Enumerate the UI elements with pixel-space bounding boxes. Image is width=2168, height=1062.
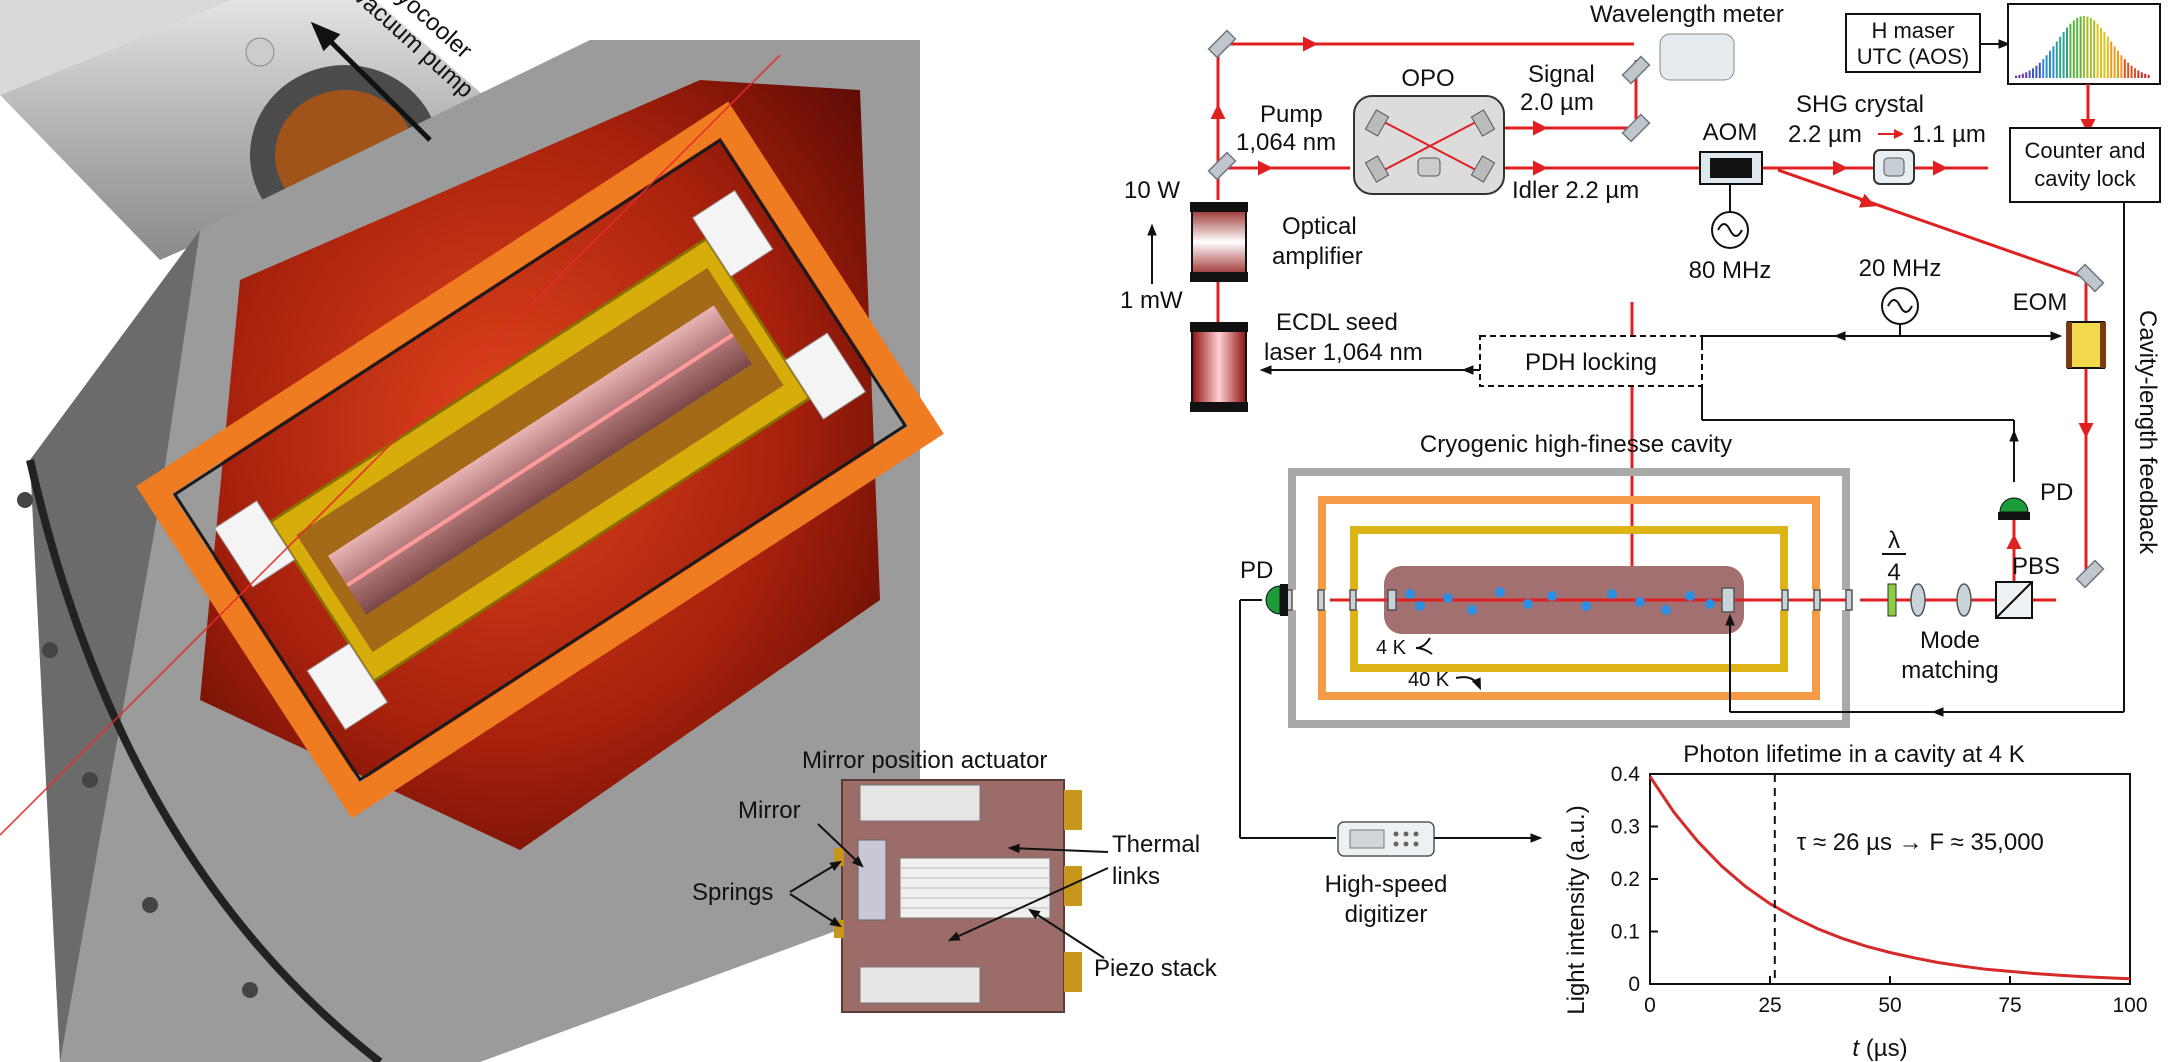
chart-annotation: τ ≈ 26 µs → F ≈ 35,000 [1797,829,2044,856]
label-40k: 40 K [1408,669,1450,691]
particle [1415,601,1425,611]
x-axis-label: t (µs) [1852,1035,1907,1062]
particle [1405,589,1415,599]
frequency-comb-lines [2015,16,2150,78]
label-power-low: 1 mW [1120,287,1183,314]
turning-mirrors [1207,29,2105,589]
label-digitizer: digitizer [1345,901,1428,928]
y-axis-ticks: 0 0.1 0.2 0.3 0.4 [1611,763,1658,996]
x-tick-label: 0 [1644,994,1656,1017]
particle [1581,601,1591,611]
label-thermal: Thermal [1112,831,1200,858]
label-cavity-lock: cavity lock [2034,166,2136,191]
quarter-wave-plate [1887,583,1897,617]
eom-element [2067,321,2105,369]
label-aom-frequency: 80 MHz [1689,257,1772,284]
particle [1495,587,1505,597]
label-pd-top: PD [2040,479,2073,506]
x-axis-ticks: 0 25 50 75 100 [1644,976,2148,1017]
particle [1635,597,1645,607]
actuator-title: Mirror position actuator [802,747,1047,774]
optical-amplifier [1191,203,1247,281]
actuator-inset: Mirror position actuator Mirror Springs … [692,747,1218,1013]
cryostat-rendering: To cryocooler and vacuum pump [0,0,944,1062]
label-lambda: λ [1888,527,1900,554]
radiation-shield [136,101,944,819]
counter-box [2009,127,2161,203]
chart-title: Photon lifetime in a cavity at 4 K [1683,741,2025,768]
label-pdh: PDH locking [1525,349,1657,376]
label-signal: Signal [1528,61,1595,88]
label-aom: AOM [1703,119,1758,146]
y-tick-label: 0.3 [1611,816,1640,839]
label-mirror: Mirror [738,797,801,824]
x-tick-label: 100 [2112,994,2147,1017]
particle [1661,605,1671,615]
label-pd-left: PD [1240,557,1273,584]
label-shg-crystal: SHG crystal [1796,91,1924,118]
decay-curve [1648,775,2131,981]
label-shg-out: 1.1 µm [1912,121,1986,148]
label-counter: Counter and [2024,138,2145,163]
label-springs: Springs [692,879,773,906]
label-ecdl-wavelength: laser 1,064 nm [1264,339,1423,366]
label-high-speed: High-speed [1325,871,1448,898]
ecdl-seed-laser [1191,325,1247,409]
particle [1523,599,1533,609]
label-piezo: Piezo stack [1094,955,1218,982]
optical-schematic: Wavelength meter H maser UTC (AOS) OPO S… [1120,1,2161,928]
label-wavelength-meter: Wavelength meter [1590,1,1784,28]
label-eom-frequency: 20 MHz [1859,255,1942,282]
photon-lifetime-chart: Photon lifetime in a cavity at 4 K 00.10… [1563,741,2148,1062]
label-mode: Mode [1920,627,1980,654]
label-utc: UTC (AOS) [1857,44,1969,69]
pdh-locking-box [1479,335,1703,387]
label-pump-wavelength: 1,064 nm [1236,129,1336,156]
label-matching: matching [1901,657,1998,684]
label-h-maser: H maser [1871,18,1954,43]
laser-beam [0,54,781,836]
cryostat-outer-tube [0,0,500,260]
label-ecdl: ECDL seed [1276,309,1398,336]
x-tick-label: 75 [1998,994,2021,1017]
label-lambda-four: 4 [1887,559,1900,586]
y-axis-label: Light intensity (a.u.) [1563,805,1590,1014]
label-pump: Pump [1260,101,1323,128]
label-optical: Optical [1282,213,1357,240]
cavity-assembly [136,101,944,819]
particle [1685,591,1695,601]
label-links: links [1112,863,1160,890]
label-shg-in: 2.2 µm [1788,121,1862,148]
y-tick-label: 0.2 [1611,868,1640,891]
y-tick-label: 0 [1628,973,1640,996]
label-signal-wavelength: 2.0 µm [1520,89,1594,116]
mode-matching-lenses [1910,583,1972,617]
particle [1547,591,1557,601]
label-power-high: 10 W [1124,177,1180,204]
label-opo: OPO [1401,65,1454,92]
label-idler: Idler 2.2 µm [1512,177,1639,204]
particle [1443,593,1453,603]
x-tick-label: 50 [1878,994,1901,1017]
label-cryogenic-cavity: Cryogenic high-finesse cavity [1420,431,1732,458]
label-pbs: PBS [2012,553,2060,580]
y-tick-label: 0.1 [1611,921,1640,944]
cavity-particles [1405,587,1715,615]
h-maser-box [1845,13,1981,73]
label-cavity-length-feedback: Cavity-length feedback [2134,310,2161,555]
label-4k: 4 K [1376,637,1407,659]
particle [1607,589,1617,599]
particle [1705,599,1715,609]
label-eom: EOM [2013,289,2068,316]
mirror-element [857,839,887,921]
y-tick-label: 0.4 [1611,763,1641,786]
label-amplifier: amplifier [1272,243,1363,270]
particle [1467,605,1477,615]
wavelength-meter [1659,33,1735,81]
x-tick-label: 25 [1758,994,1781,1017]
cryocooler-arrow [310,21,432,142]
